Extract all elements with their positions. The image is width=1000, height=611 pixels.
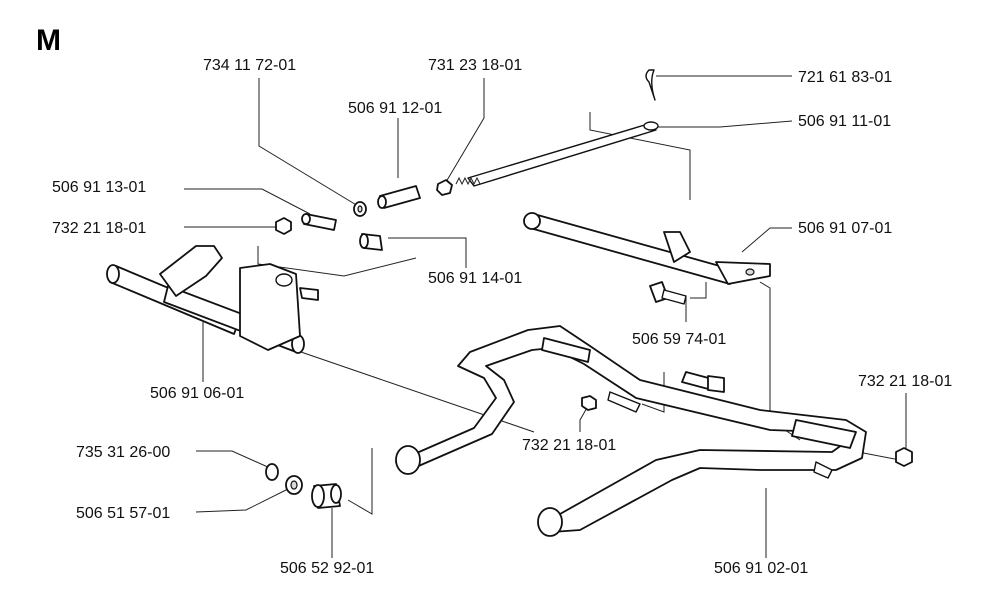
part-label-506-91-11-01: 506 91 11-01 — [798, 113, 891, 130]
part-number-labels: 721 61 83-01 506 91 11-01 734 11 72-01 7… — [52, 57, 952, 577]
control-rod-drawing — [467, 123, 657, 187]
part-label-506-91-13-01: 506 91 13-01 — [52, 179, 146, 196]
locknut-middle-drawing — [581, 395, 597, 411]
part-label-731-23-18-01: 731 23 18-01 — [428, 57, 522, 74]
part-drawings — [106, 69, 913, 537]
leader-lines — [184, 75, 907, 558]
part-label-506-91-07-01: 506 91 07-01 — [798, 220, 892, 237]
snap-ring-drawing — [265, 463, 279, 481]
part-label-506-91-06-01: 506 91 06-01 — [150, 385, 244, 402]
part-label-506-91-02-01: 506 91 02-01 — [714, 560, 808, 577]
part-label-506-52-92-01: 506 52 92-01 — [280, 560, 374, 577]
part-label-732-21-18-01-left: 732 21 18-01 — [52, 220, 146, 237]
part-label-506-51-57-01: 506 51 57-01 — [76, 505, 170, 522]
part-label-506-91-12-01: 506 91 12-01 — [348, 100, 442, 117]
section-letter: M — [36, 24, 61, 57]
part-label-734-11-72-01: 734 11 72-01 — [203, 57, 296, 74]
part-label-506-59-74-01: 506 59 74-01 — [632, 331, 726, 348]
locknut-left-drawing — [275, 217, 292, 235]
cotter-pin-drawing — [645, 69, 656, 101]
part-label-732-21-18-01-middle: 732 21 18-01 — [522, 437, 616, 454]
part-label-721-61-83-01: 721 61 83-01 — [798, 69, 892, 86]
frame-drawing — [395, 325, 867, 533]
locknut-right-drawing — [895, 447, 913, 467]
nut-drawing — [436, 179, 453, 196]
part-label-732-21-18-01-right: 732 21 18-01 — [858, 373, 952, 390]
part-label-506-91-14-01: 506 91 14-01 — [428, 270, 522, 287]
part-label-735-31-26-00: 735 31 26-00 — [76, 444, 170, 461]
pivot-rod-drawing — [529, 213, 735, 285]
